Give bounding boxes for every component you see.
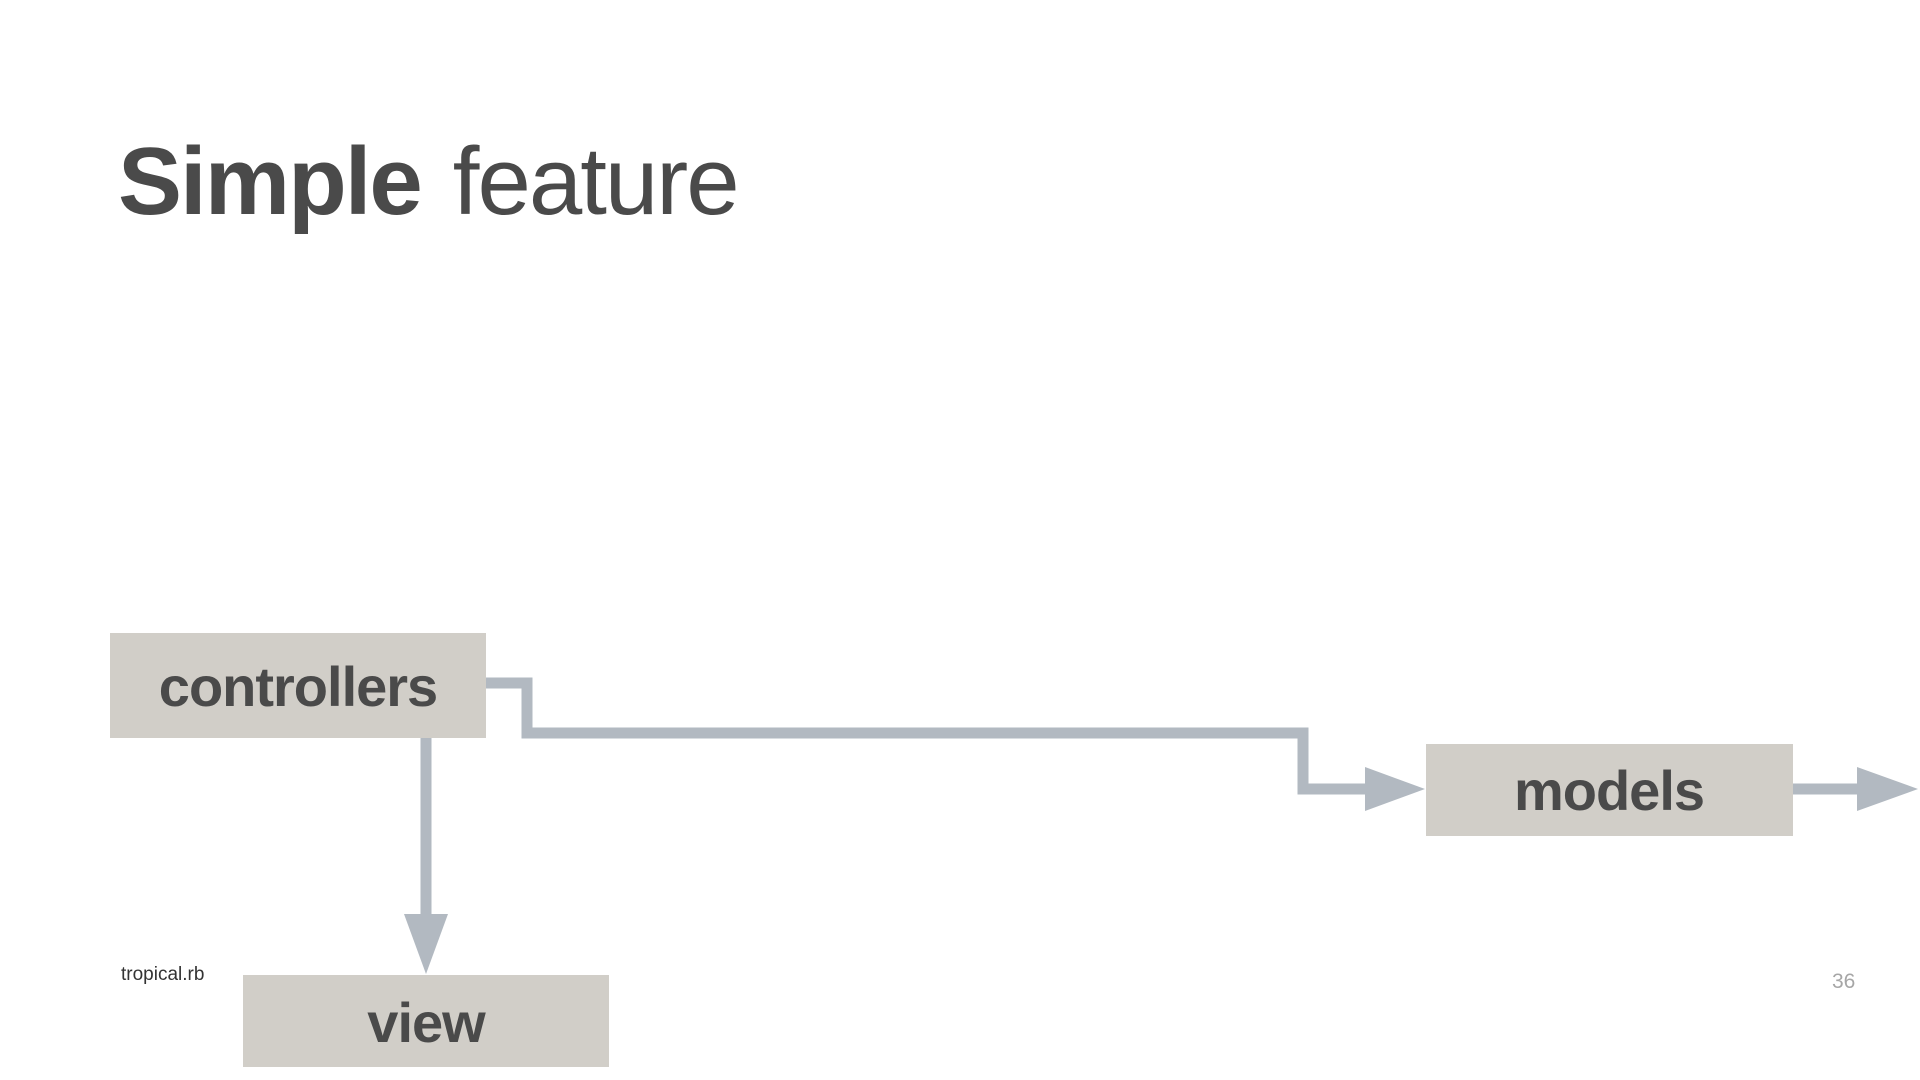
- node-models: models: [1426, 744, 1793, 836]
- title-bold-word: Simple: [118, 128, 423, 235]
- edge-models-outgoing: [1793, 767, 1918, 811]
- node-view-label: view: [367, 991, 486, 1054]
- node-controllers-label: controllers: [159, 655, 437, 718]
- footer-brand: tropical.rb: [121, 964, 205, 985]
- title-light-word: feature: [452, 128, 740, 235]
- node-models-label: models: [1514, 759, 1704, 822]
- edge-controllers-to-view: [404, 738, 448, 974]
- page-number: 36: [1832, 970, 1856, 993]
- node-controllers: controllers: [110, 633, 486, 738]
- edge-controllers-to-models: [486, 677, 1425, 811]
- slide-title: Simple feature: [118, 122, 740, 242]
- node-view: view: [243, 975, 609, 1067]
